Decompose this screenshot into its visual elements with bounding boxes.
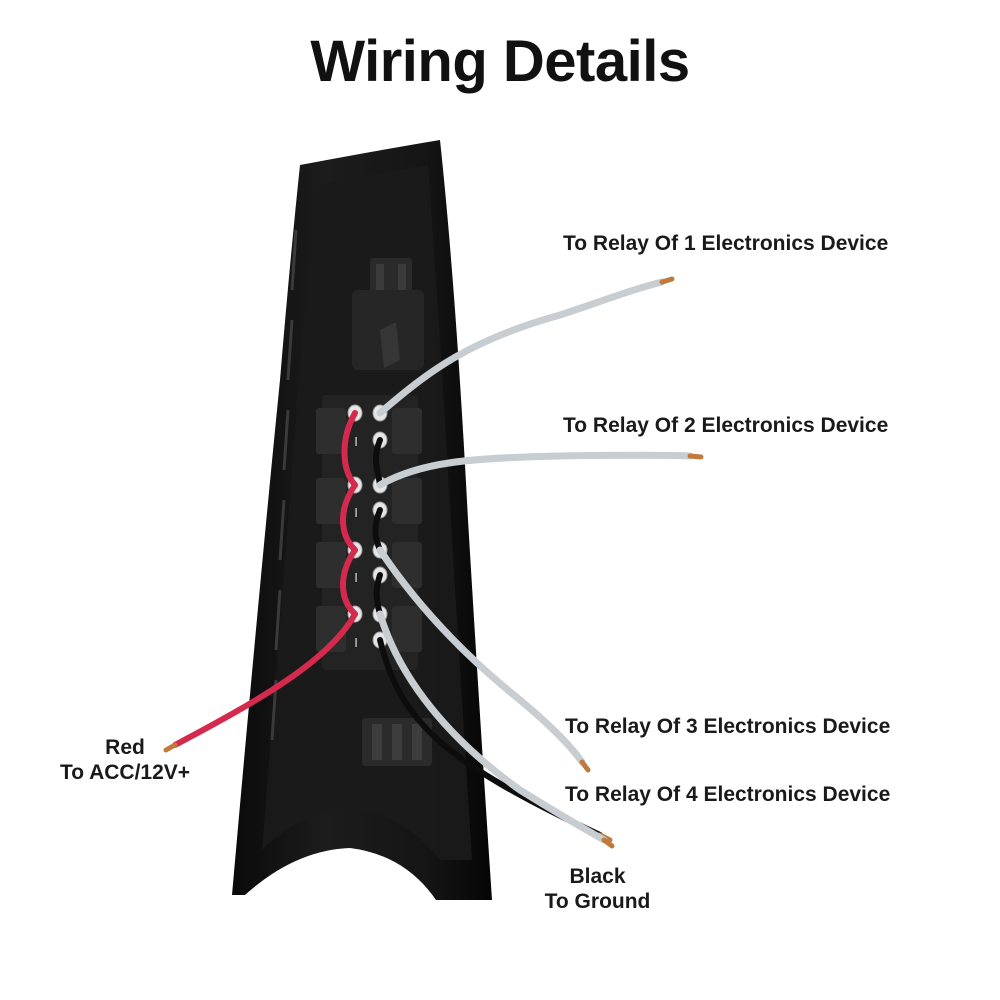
switch-marking-3: I [354,570,358,585]
switch-marking-2: I [354,505,358,520]
red-wire-tip [163,742,178,753]
black-wire-label: Black To Ground [515,864,680,914]
gray-wire-4 [376,610,615,849]
top-clip [352,258,424,370]
red-wire-label: Red To ACC/12V+ [40,735,210,785]
switch-marking-4: I [354,635,358,650]
relay-2-label: To Relay Of 2 Electronics Device [563,414,889,437]
bottom-clip [362,718,432,766]
relay-3-label: To Relay Of 3 Electronics Device [565,715,891,738]
relay-4-label: To Relay Of 4 Electronics Device [565,783,891,806]
relay-1-label: To Relay Of 1 Electronics Device [563,232,889,255]
red-wire-desc: To ACC/12V+ [59,761,191,785]
pillar-housing: I I I I [232,140,492,900]
gray-wire-3 [376,546,591,773]
gray-wire-1 [376,276,675,417]
red-wire [172,410,358,748]
terminal-block: I I I I [316,395,422,670]
black-wire-desc: To Ground [544,890,651,914]
gray-wire-2 [376,451,704,489]
red-wire-title: Red [105,736,145,759]
switch-marking-1: I [354,434,358,449]
black-wire-title: Black [569,865,626,888]
page-title: Wiring Details [310,29,690,94]
